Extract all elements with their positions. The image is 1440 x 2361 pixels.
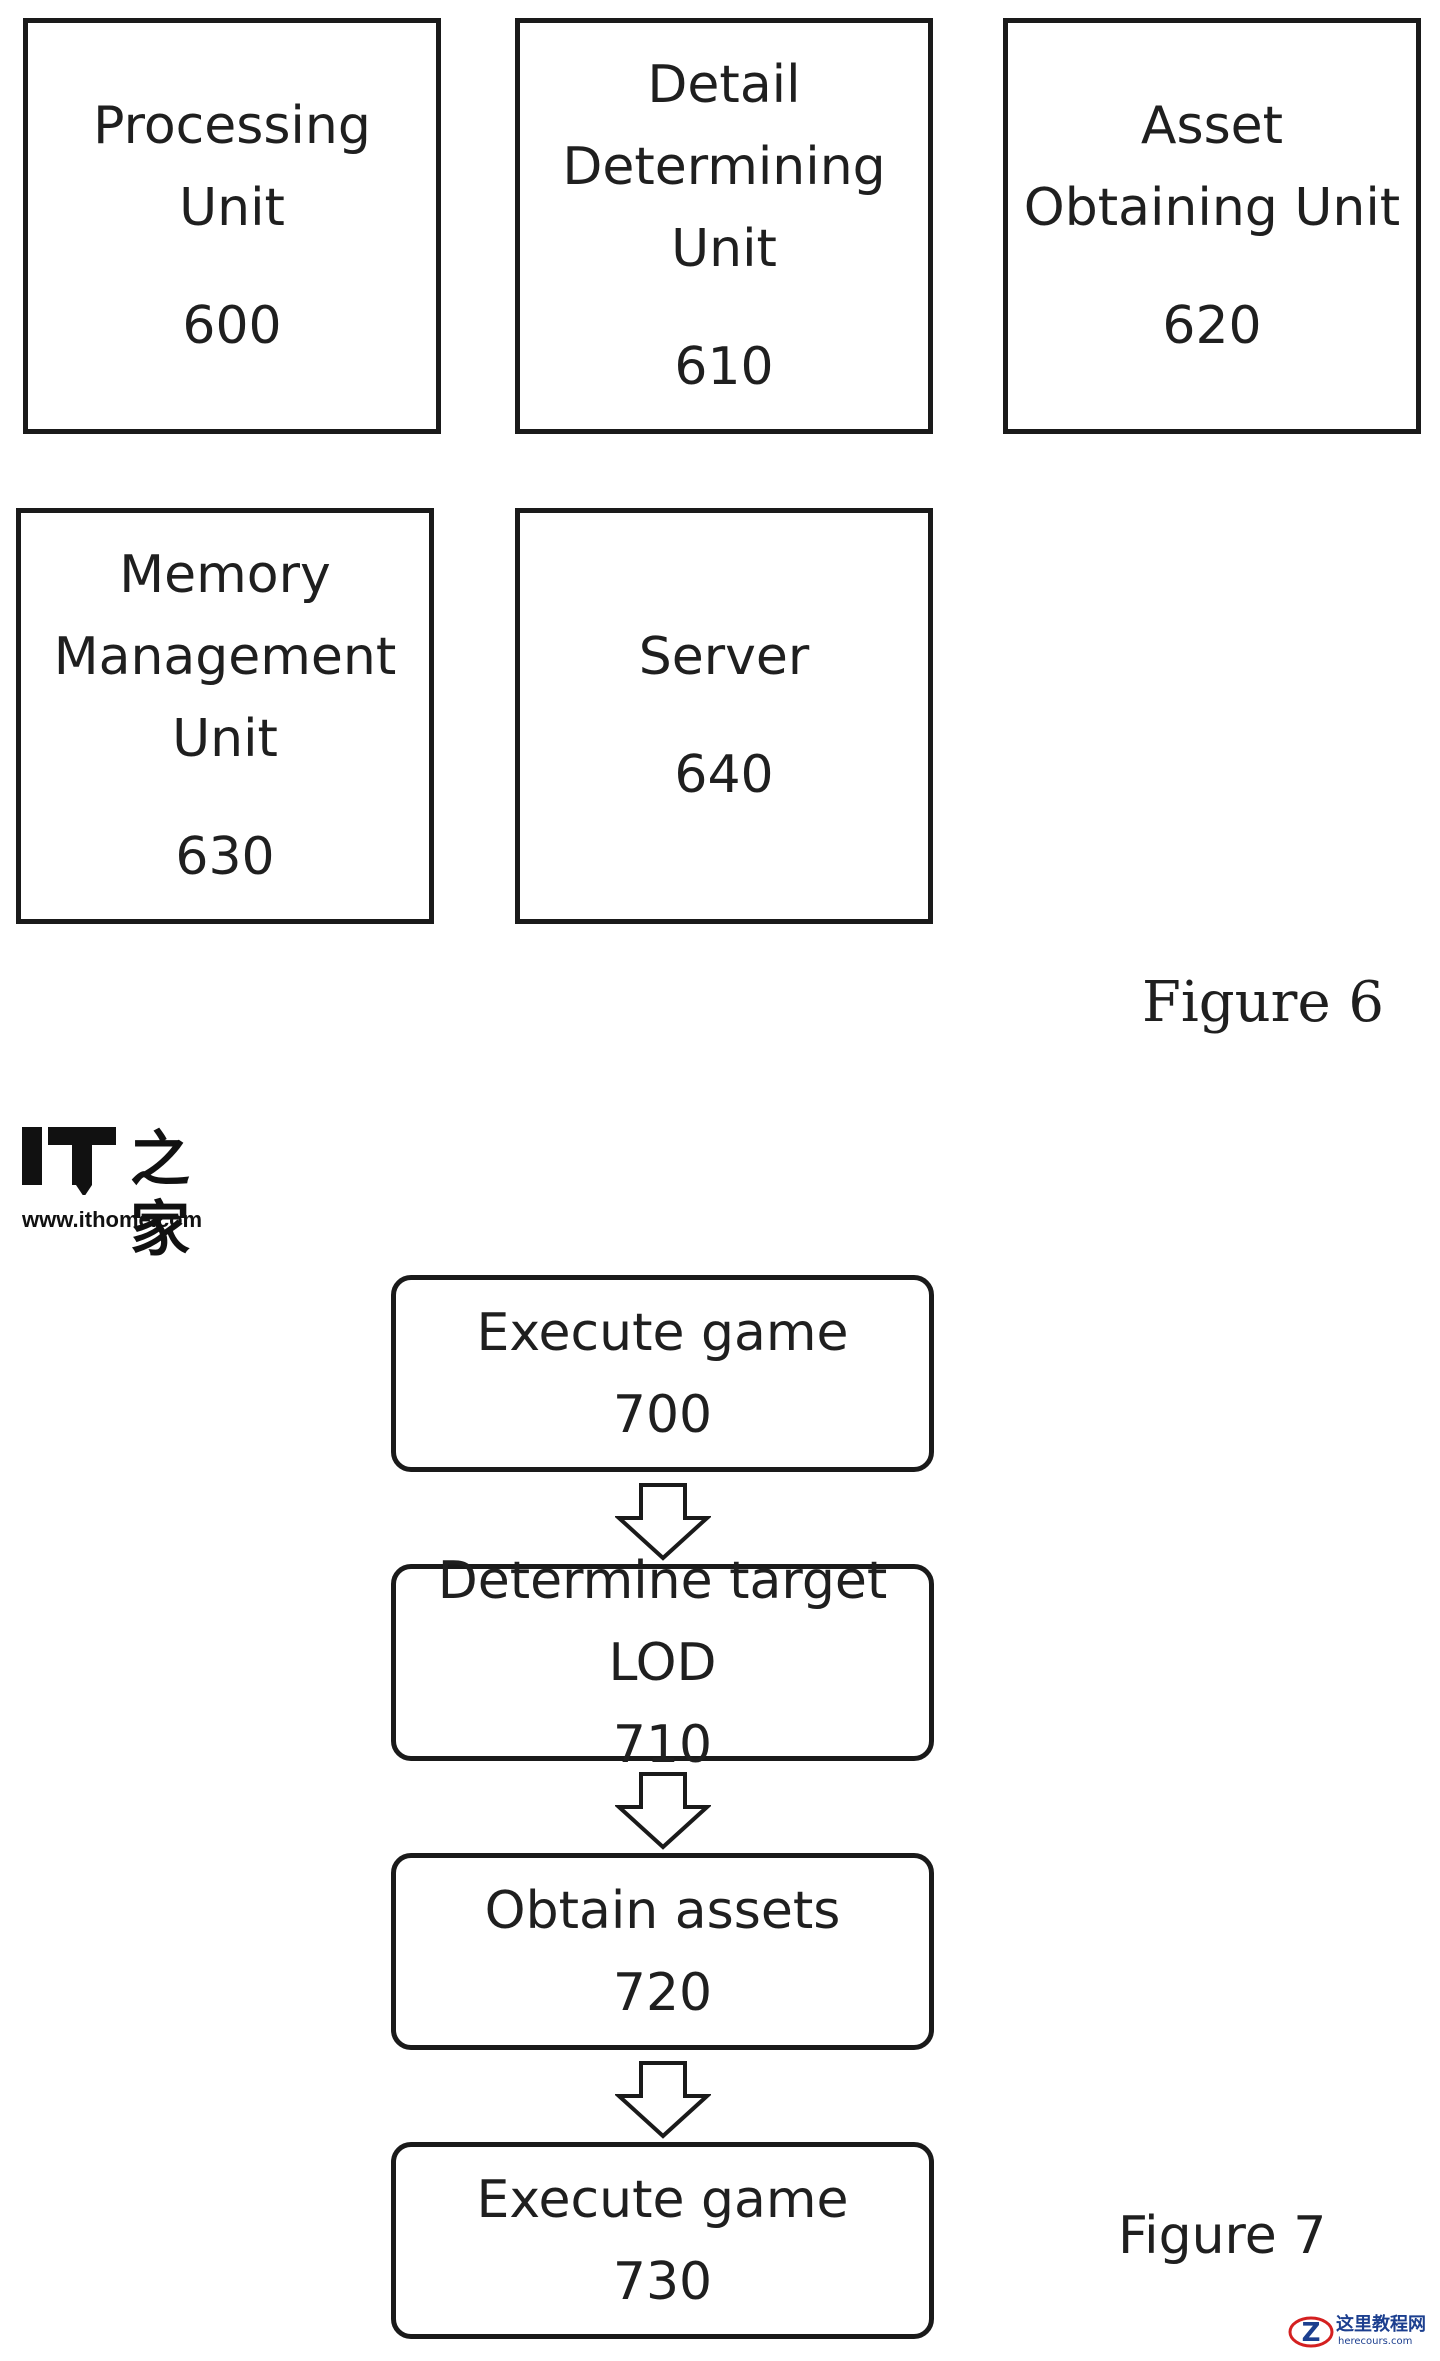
memory-management-unit-number: 630 bbox=[175, 827, 275, 887]
processing-unit-box: Processing Unit 600 bbox=[23, 18, 441, 434]
step-title: Execute game bbox=[476, 2169, 849, 2230]
watermark-text: 这里教程网 bbox=[1336, 2314, 1426, 2335]
ithome-logo-icon bbox=[22, 1127, 116, 1195]
step-title: Obtain assets bbox=[484, 1880, 841, 1941]
down-arrow-icon bbox=[615, 1772, 711, 1850]
step-number: 710 bbox=[612, 1714, 713, 1775]
ithome-logo-chars: 之家 bbox=[130, 1125, 190, 1265]
asset-obtaining-unit-box: Asset Obtaining Unit 620 bbox=[1003, 18, 1421, 434]
asset-obtaining-unit-number: 620 bbox=[1162, 296, 1262, 356]
corner-watermark: Z bbox=[1288, 2308, 1438, 2356]
watermark-z-icon: Z bbox=[1288, 2316, 1334, 2348]
step-number: 700 bbox=[612, 1384, 713, 1445]
detail-determining-unit-title: Detail Determining Unit bbox=[562, 55, 886, 279]
step-execute-game-700: Execute game 700 bbox=[391, 1275, 934, 1472]
memory-management-unit-title: Memory Management Unit bbox=[53, 545, 397, 769]
server-box: Server 640 bbox=[515, 508, 933, 924]
detail-determining-unit-number: 610 bbox=[674, 337, 774, 397]
figure-7-caption: Figure 7 bbox=[1118, 2206, 1327, 2266]
step-number: 720 bbox=[612, 1962, 713, 2023]
ithome-logo: 之家 www.ithome.com bbox=[22, 1125, 237, 1265]
detail-determining-unit-box: Detail Determining Unit 610 bbox=[515, 18, 933, 434]
svg-text:Z: Z bbox=[1302, 2318, 1321, 2348]
down-arrow-icon bbox=[615, 2061, 711, 2139]
step-title: Execute game bbox=[476, 1302, 849, 1363]
step-determine-target-lod-710: Determine target LOD 710 bbox=[391, 1551, 934, 1775]
processing-unit-number: 600 bbox=[182, 296, 282, 356]
ithome-logo-url: www.ithome.com bbox=[22, 1207, 203, 1232]
memory-management-unit-box: Memory Management Unit 630 bbox=[16, 508, 434, 924]
down-arrow-icon bbox=[615, 1483, 711, 1561]
figure-6-caption: Figure 6 bbox=[1142, 970, 1385, 1035]
server-number: 640 bbox=[674, 745, 774, 805]
step-obtain-assets-720: Obtain assets 720 bbox=[391, 1853, 934, 2050]
server-title: Server bbox=[638, 627, 810, 687]
watermark-subtext: herecours.com bbox=[1338, 2336, 1413, 2347]
asset-obtaining-unit-title: Asset Obtaining Unit bbox=[1023, 96, 1401, 238]
step-title: Determine target LOD bbox=[437, 1550, 888, 1693]
step-number: 730 bbox=[612, 2251, 713, 2312]
processing-unit-title: Processing Unit bbox=[93, 96, 371, 238]
step-execute-game-730: Execute game 730 bbox=[391, 2142, 934, 2339]
